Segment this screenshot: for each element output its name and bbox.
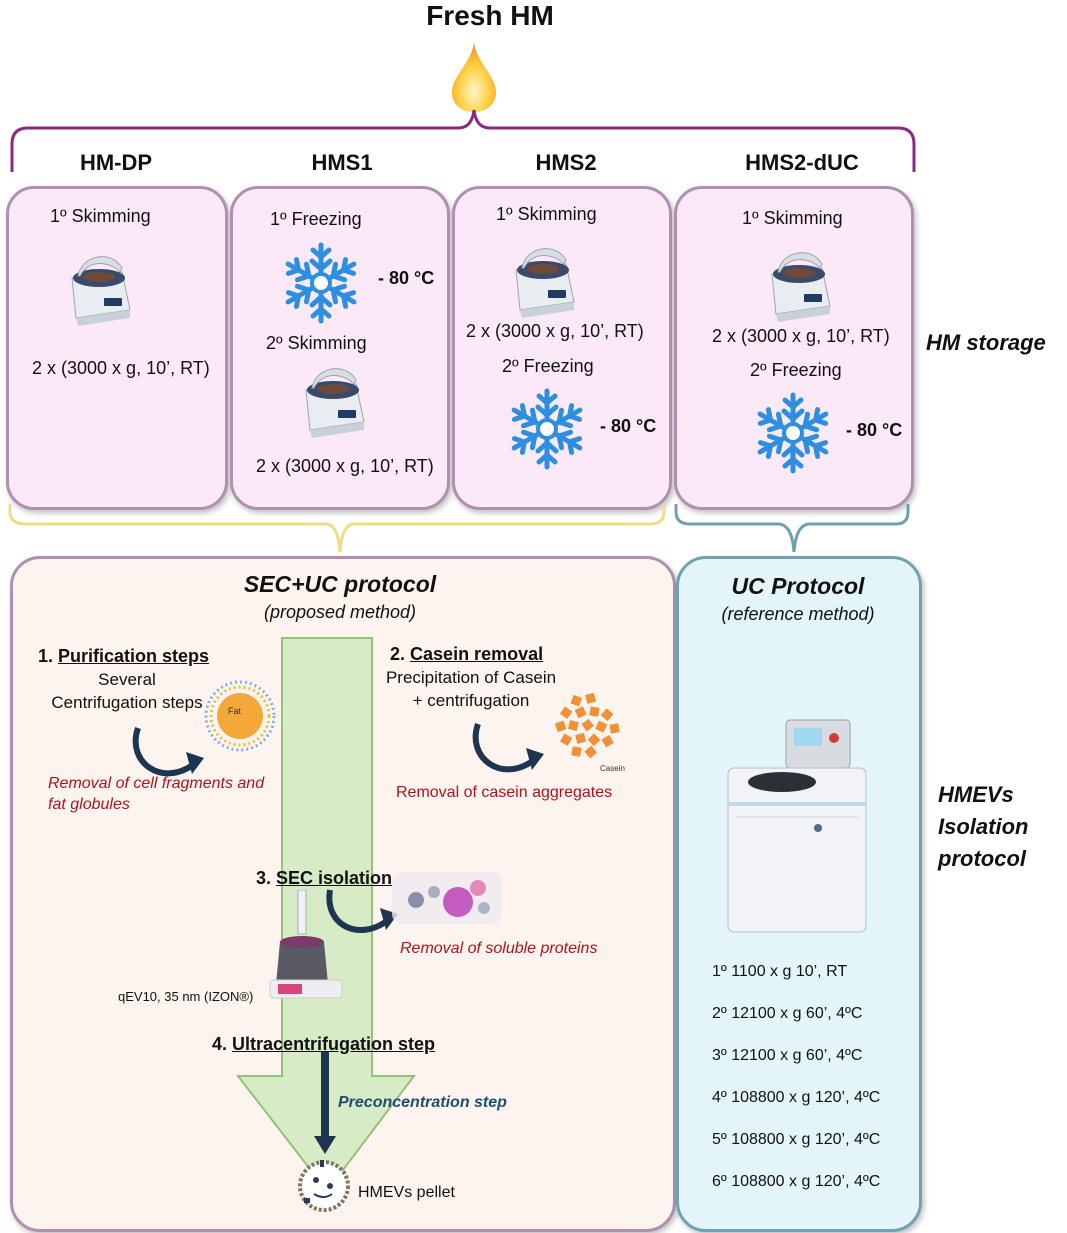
hms1-step-2: 2º Skimming <box>266 333 367 353</box>
step-3-result: Removal of soluble proteins <box>400 940 598 957</box>
step-2-desc-line-1: Precipitation of Casein <box>385 668 557 687</box>
centrifuge-icon <box>305 368 365 439</box>
hms1-centrifugation: 2 x (3000 x g, 10’, RT) <box>256 456 434 476</box>
step-2-number: 2. <box>390 644 406 664</box>
centrifuge-icon <box>515 248 575 319</box>
hm-dp-step-1: 1º Skimming <box>50 206 151 226</box>
uc-step-2: 2º 12100 x g 60’, 4ºC <box>712 1005 863 1022</box>
uc-subtitle: (reference method) <box>721 604 875 624</box>
isolation-label-line-1: HMEVs <box>938 782 1014 807</box>
column-header-hms2: HMS2 <box>535 150 597 175</box>
uc-step-1: 1º 1100 x g 10’, RT <box>712 963 848 980</box>
step-4-number: 4. <box>212 1034 228 1054</box>
protocol-brackets <box>8 504 910 553</box>
step-4-heading: 4. Ultracentrifugation step <box>212 1034 435 1055</box>
step-2-name: Casein removal <box>410 644 544 664</box>
step-2-heading: 2. Casein removal <box>390 644 543 665</box>
uc-step-3: 3º 12100 x g 60’, 4ºC <box>712 1047 863 1064</box>
protein-particles-icon <box>392 872 502 924</box>
hms2-duc-step-2: 2º Freezing <box>750 360 842 380</box>
hms2-step-2: 2º Freezing <box>502 356 594 376</box>
hms2-duc-temperature: - 80 °C <box>846 420 903 440</box>
step-1-result-line-1: Removal of cell fragments and <box>48 775 265 792</box>
sec-column-label: qEV10, 35 nm (IZON®) <box>118 989 254 1004</box>
step-3-heading: 3. SEC isolation <box>256 868 392 889</box>
step-2-desc-line-2: + centrifugation <box>412 691 530 710</box>
column-header-hms1: HMS1 <box>311 150 373 175</box>
step-1-heading: 1. Purification steps <box>38 646 209 667</box>
hms1-step-1: 1º Freezing <box>270 209 362 229</box>
isolation-label-line-3: protocol <box>938 846 1026 871</box>
fat-label: Fat <box>228 706 242 716</box>
hmev-pellet-label: HMEVs pellet <box>358 1184 455 1201</box>
hms2-duc-step-1: 1º Skimming <box>742 208 843 228</box>
curved-arrow-icon <box>472 723 544 773</box>
hms2-duc-centrifugation: 2 x (3000 x g, 10’, RT) <box>712 326 890 346</box>
column-header-hms2-duc: HMS2-dUC <box>745 150 859 175</box>
card-hms1 <box>230 186 450 510</box>
casein-aggregate-icon <box>554 692 620 759</box>
snowflake-icon <box>502 384 592 474</box>
hms1-temperature: - 80 °C <box>378 268 435 288</box>
uc-step-6: 6º 108800 x g 120’, 4ºC <box>712 1173 881 1190</box>
sec-uc-subtitle: (proposed method) <box>263 602 417 622</box>
hms2-temperature: - 80 °C <box>600 416 657 436</box>
hm-dp-centrifugation: 2 x (3000 x g, 10’, RT) <box>32 358 210 378</box>
fat-globule-icon <box>204 680 276 752</box>
card-hms2 <box>452 186 672 510</box>
uc-title: UC Protocol <box>731 573 865 599</box>
centrifuge-icon <box>771 252 831 323</box>
step-3-number: 3. <box>256 868 272 888</box>
card-hm-dp <box>6 186 228 510</box>
isolation-label-line-2: Isolation <box>938 814 1029 839</box>
ultracentrifuge-icon <box>727 719 867 933</box>
uc-step-4: 4º 108800 x g 120’, 4ºC <box>712 1089 881 1106</box>
snowflake-icon <box>276 238 366 328</box>
step-1-result-line-2: fat globules <box>48 796 130 813</box>
step-4-result: Preconcentration step <box>338 1094 507 1111</box>
curved-arrow-icon <box>326 889 398 933</box>
centrifuge-icon <box>71 256 131 327</box>
storage-bracket <box>10 109 916 172</box>
step-4-name: Ultracentrifugation step <box>232 1034 436 1054</box>
step-3-name: SEC isolation <box>276 868 393 888</box>
workflow-arrow <box>235 637 417 1193</box>
down-arrow-icon <box>314 1052 336 1154</box>
hms2-centrifugation: 2 x (3000 x g, 10’, RT) <box>466 321 644 341</box>
hmev-vesicle-icon <box>298 1160 350 1212</box>
uc-step-5: 5º 108800 x g 120’, 4ºC <box>712 1131 881 1148</box>
casein-label: Casein <box>600 764 625 773</box>
step-2-result: Removal of casein aggregates <box>396 784 613 801</box>
sec-uc-title: SEC+UC protocol <box>243 571 437 597</box>
milk-drop-icon <box>452 42 496 112</box>
step-1-desc-line-2: Centrifugation steps <box>51 693 203 712</box>
hm-storage-label: HM storage <box>926 330 1046 355</box>
snowflake-icon <box>748 388 838 478</box>
sec-column-device-icon <box>269 890 343 999</box>
curved-arrow-icon <box>132 727 204 777</box>
column-header-hm-dp: HM-DP <box>79 150 153 175</box>
hms2-step-1: 1º Skimming <box>496 204 597 224</box>
step-1-name: Purification steps <box>58 646 210 666</box>
step-1-desc-line-1: Several <box>98 670 156 689</box>
step-1-number: 1. <box>38 646 54 666</box>
diagram-title: Fresh HM <box>426 0 554 31</box>
